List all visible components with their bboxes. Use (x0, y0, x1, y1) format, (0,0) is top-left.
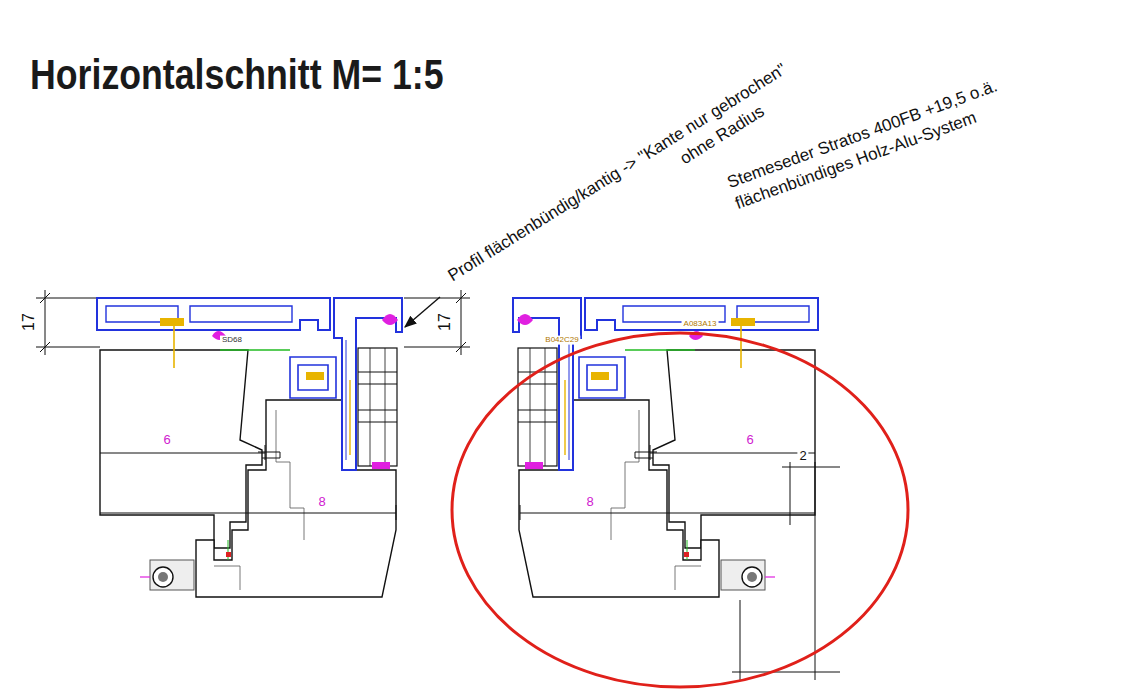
note-text: Stemeseder Stratos 400FB +19,5 o.ä. (725, 77, 1000, 192)
dimension-value: 6 (744, 433, 755, 447)
drawing-title: Horizontalschnitt M= 1:5 (30, 52, 444, 98)
part-code: B042C29 (543, 336, 580, 345)
dimension-value: 17 (436, 313, 454, 331)
dimension-value: 8 (584, 495, 595, 509)
part-code: A083A13 (682, 320, 719, 329)
dimension-value: 6 (161, 433, 172, 447)
part-code: SD68 (220, 336, 244, 345)
dimension-value: 17 (20, 313, 38, 331)
dimension-value: 8 (316, 495, 327, 509)
dimension-value: 2 (797, 449, 808, 463)
